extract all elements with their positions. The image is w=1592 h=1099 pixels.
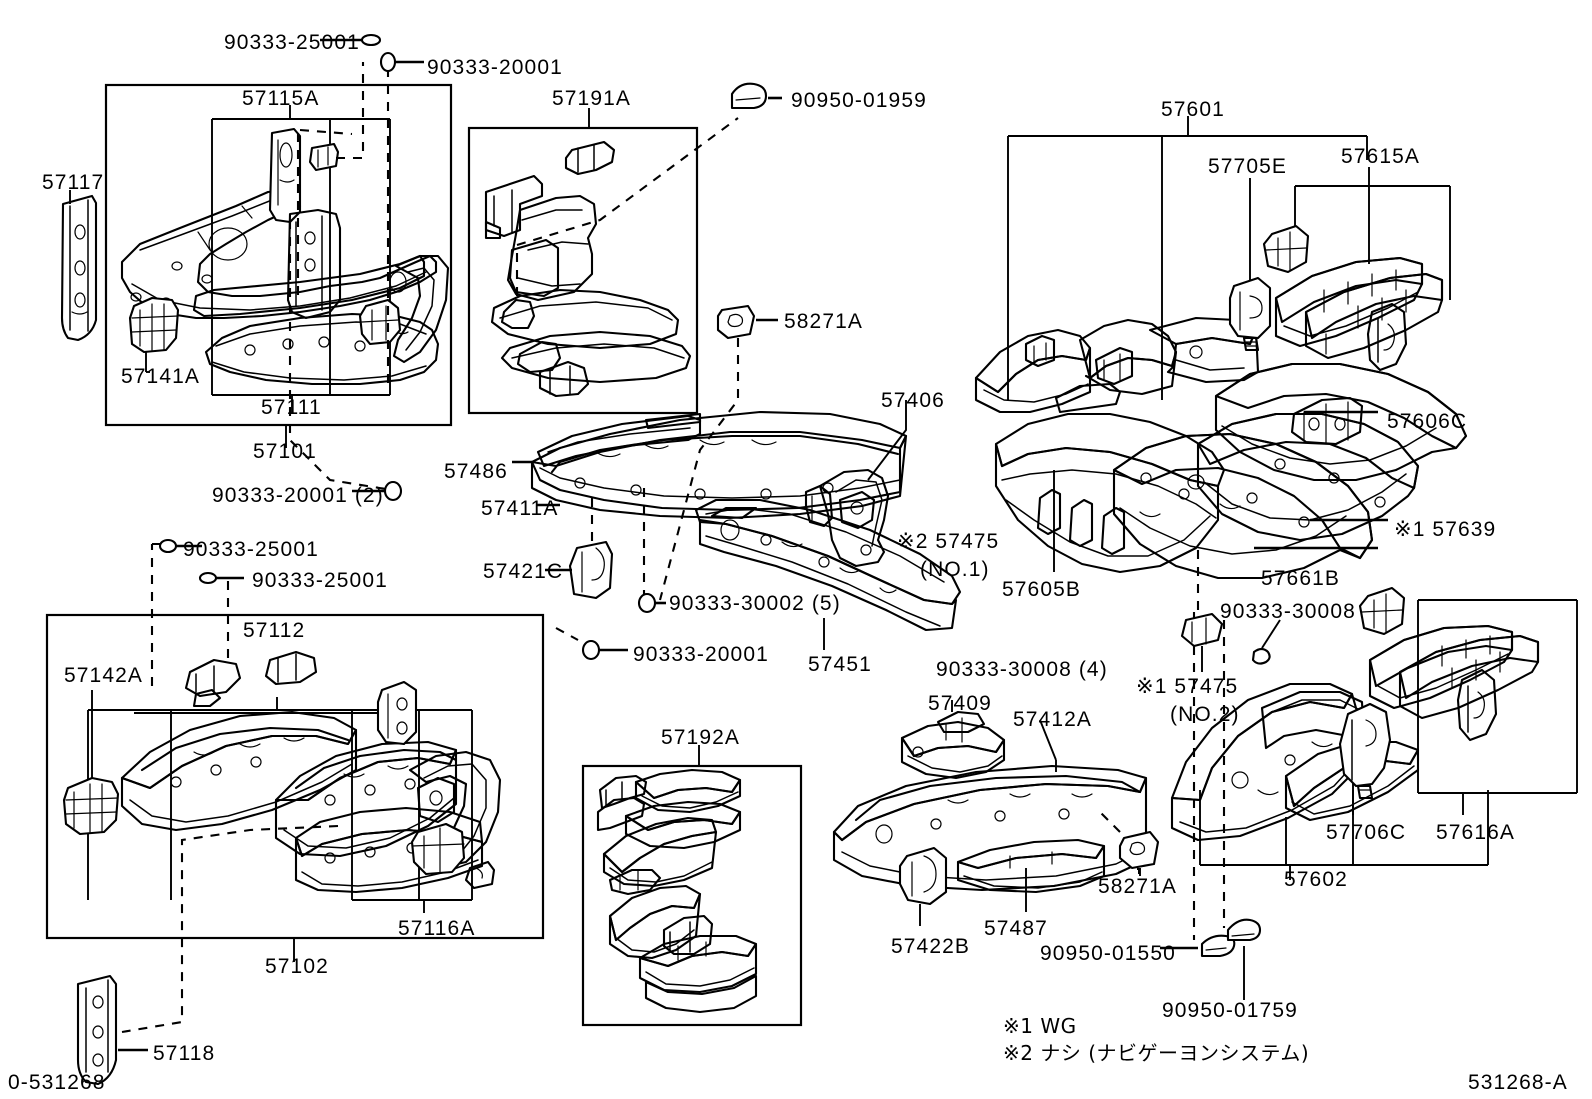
part-label-l-57475-no1-sub: (NO.1) [920, 558, 990, 581]
part-57117 [60, 190, 98, 342]
part-label-l-57115A: 57115A [242, 87, 320, 110]
part-label-l-57412A: 57412A [1013, 708, 1093, 731]
part-label-l-90333-25001-c: 90333-25001 [252, 569, 388, 592]
part-label-l-57451: 57451 [808, 653, 872, 676]
part-label-l-57411A: 57411A [481, 497, 559, 520]
part-label-l-57141A: 57141A [121, 365, 201, 388]
part-label-l-note-2: ※2 ナシ (ナビゲーヨンシステム) [1003, 1041, 1310, 1065]
part-57191A-contents [484, 140, 692, 398]
part-label-l-57142A: 57142A [64, 664, 144, 687]
part-57412A-rail [832, 719, 1148, 926]
part-label-l-90333-20001-a: 90333-20001 [427, 56, 563, 79]
part-57115A-apron [120, 127, 450, 386]
part-label-l-57117: 57117 [42, 171, 105, 194]
part-57409 [900, 700, 1006, 780]
part-label-l-90333-25001-a: 90333-25001 [224, 31, 360, 54]
part-57451 [694, 484, 962, 650]
part-label-l-57487: 57487 [984, 917, 1048, 940]
part-58271A-bottom [1099, 811, 1160, 876]
part-label-l-sheet-left: 0-531268 [8, 1071, 106, 1094]
part-57601-group [974, 224, 1468, 610]
part-label-l-90333-30002-5: 90333-30002 (5) [669, 592, 841, 615]
callouts-top-left [288, 33, 424, 502]
part-58271A-top [658, 304, 778, 601]
part-label-l-57705E: 57705E [1208, 155, 1288, 178]
part-57411A-rail [512, 410, 908, 661]
part-label-l-90333-20001-2: 90333-20001 (2) [212, 484, 384, 507]
part-label-l-57486: 57486 [444, 460, 508, 483]
part-label-l-57639: ※1 57639 [1394, 518, 1497, 541]
part-label-l-57112: 57112 [243, 619, 306, 642]
part-label-l-57616A: 57616A [1436, 821, 1516, 844]
part-label-l-58271A-b: 58271A [1098, 875, 1178, 898]
part-57112-assembly [62, 538, 502, 1034]
part-label-l-57605B: 57605B [1002, 578, 1082, 601]
callout-90950-01959 [515, 82, 782, 296]
part-label-l-57118: 57118 [153, 1042, 216, 1065]
part-90950-bolts [1160, 612, 1262, 1000]
part-label-l-57475-no2: ※1 57475 [1136, 675, 1239, 698]
part-label-l-57102: 57102 [265, 955, 329, 978]
part-label-l-90333-20001-b: 90333-20001 [633, 643, 769, 666]
part-label-l-90950-01550: 90950-01550 [1040, 942, 1176, 965]
part-label-l-57706C: 57706C [1326, 821, 1407, 844]
part-label-l-57192A: 57192A [661, 726, 741, 749]
part-label-l-57422B: 57422B [891, 935, 971, 958]
part-label-l-sheet-right: 531268-A [1468, 1071, 1568, 1094]
part-label-l-57116A: 57116A [398, 917, 476, 940]
part-57406 [818, 400, 907, 568]
part-label-l-90333-30008-4: 90333-30008 (4) [936, 658, 1108, 681]
part-label-l-57475-no2-sub: (NO.2) [1170, 703, 1240, 726]
part-label-l-90333-25001-b: 90333-25001 [183, 538, 319, 561]
part-label-l-57421C: 57421C [483, 560, 564, 583]
part-label-l-57406: 57406 [881, 389, 945, 412]
part-label-l-57191A: 57191A [552, 87, 632, 110]
part-label-l-57409: 57409 [928, 692, 992, 715]
part-57192A-contents [596, 768, 758, 1014]
part-label-l-57111: 57111 [261, 396, 322, 419]
part-label-l-90950-01759: 90950-01759 [1162, 999, 1298, 1022]
part-label-l-57661B: 57661B [1261, 567, 1341, 590]
part-label-l-57602: 57602 [1284, 868, 1348, 891]
part-label-l-57606C: 57606C [1387, 410, 1468, 433]
part-57118 [76, 974, 148, 1086]
part-label-l-57101: 57101 [253, 440, 317, 463]
part-label-l-note-1: ※1 WG [1003, 1014, 1077, 1038]
part-label-l-57475-no1: ※2 57475 [897, 530, 1000, 553]
part-label-l-90950-01959: 90950-01959 [791, 89, 927, 112]
part-label-l-57601: 57601 [1161, 98, 1225, 121]
part-label-l-90333-30008: 90333-30008 [1220, 600, 1356, 623]
part-57602-group [1170, 586, 1540, 842]
part-label-l-57615A: 57615A [1341, 145, 1421, 168]
part-label-l-58271A: 58271A [784, 310, 864, 333]
